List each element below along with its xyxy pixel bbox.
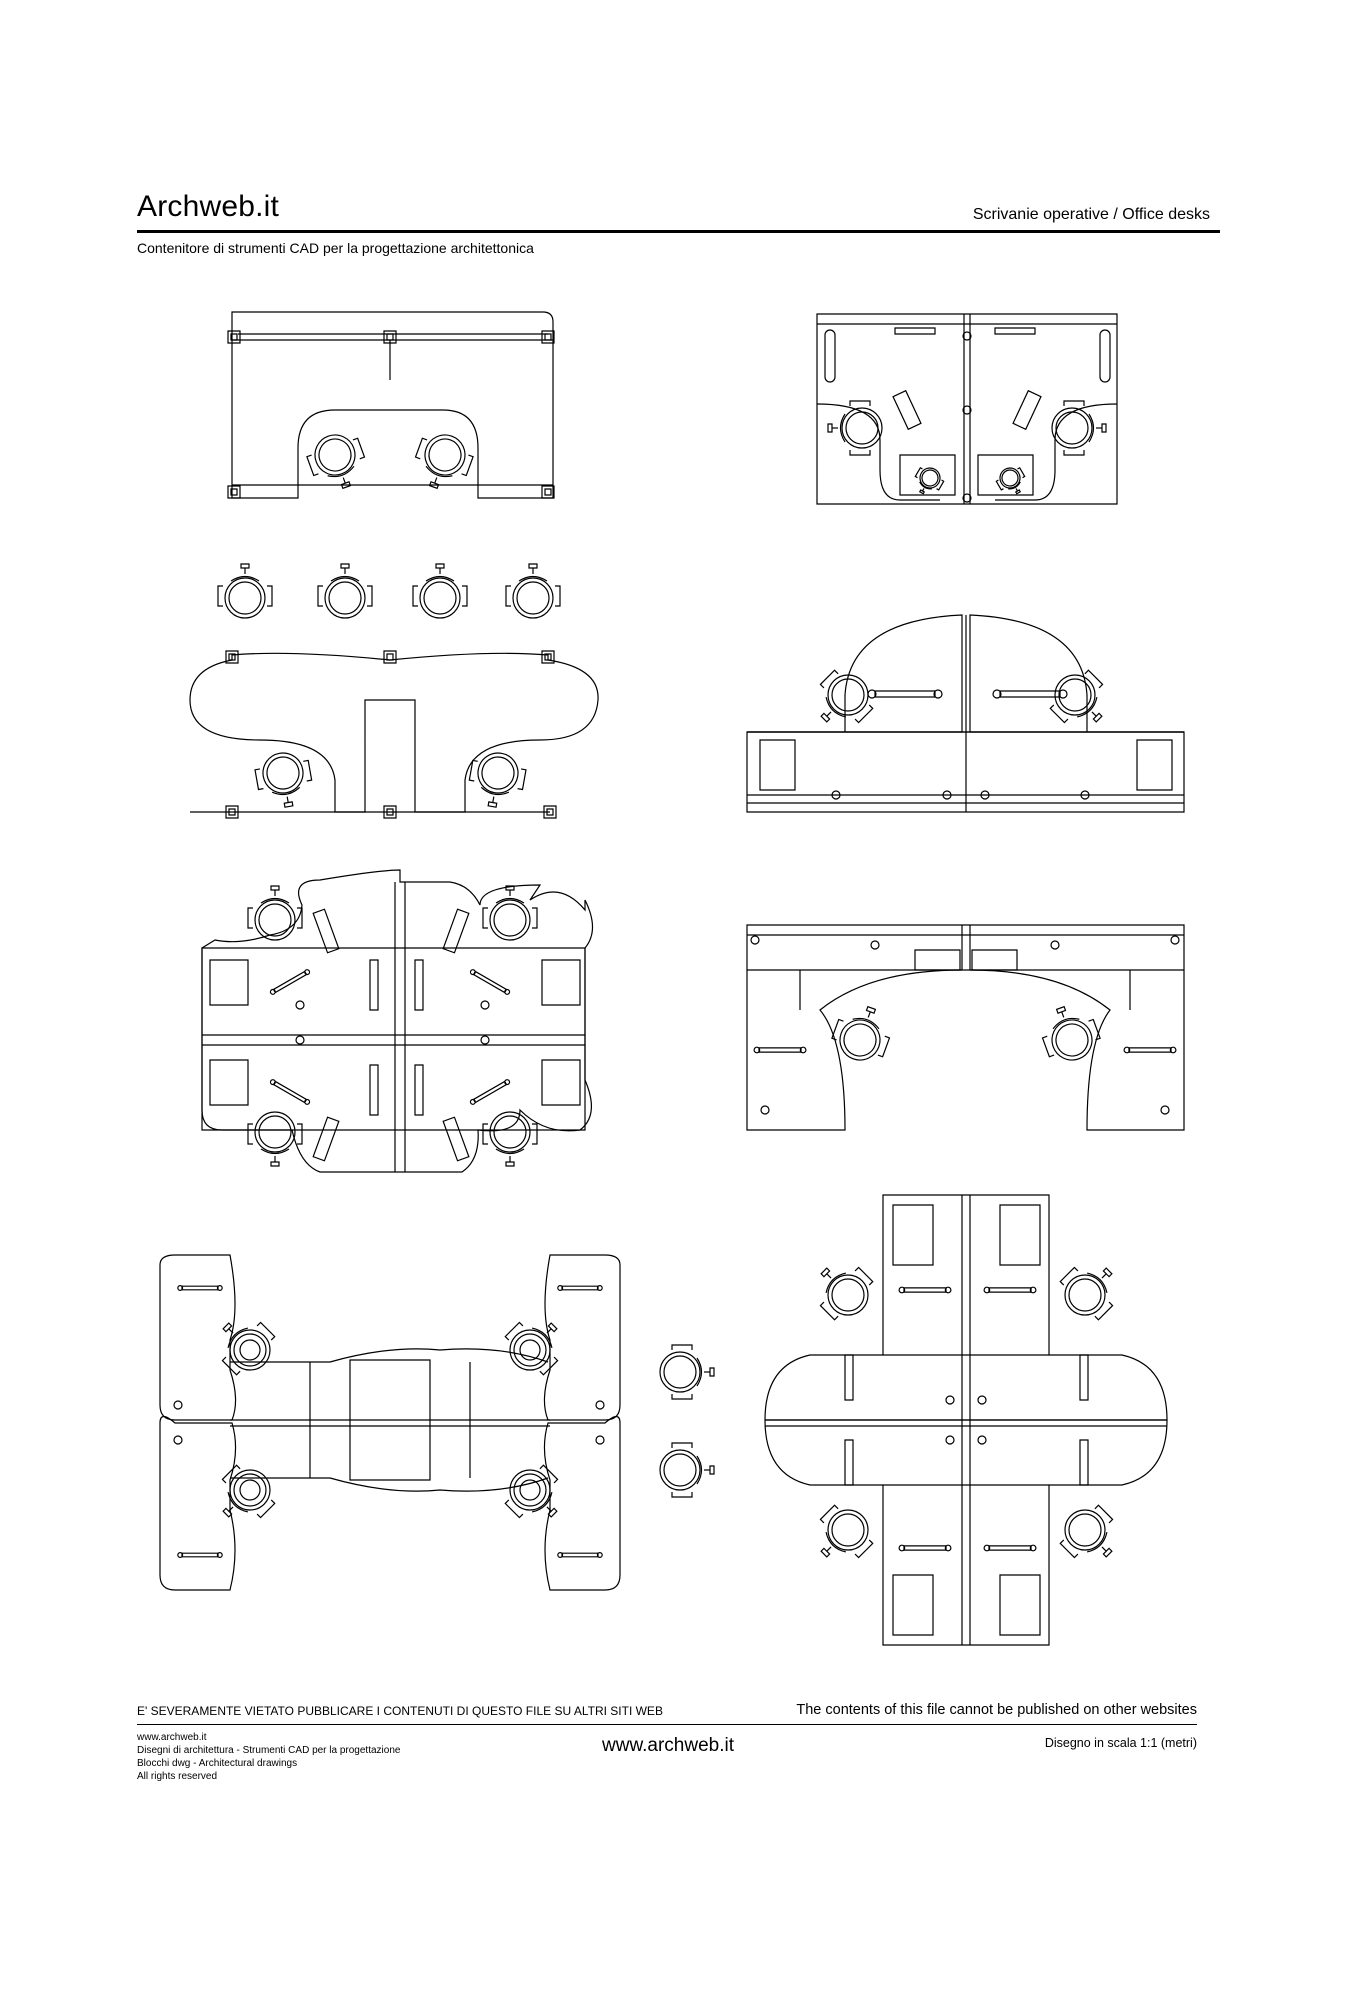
footer-credit-line: www.archweb.it: [137, 1732, 207, 1743]
footer-url: www.archweb.it: [602, 1735, 734, 1756]
footer-scale-note: Disegno in scala 1:1 (metri): [1044, 1736, 1197, 1750]
desk-layout-5: [202, 870, 593, 1172]
desk-layout-8: [765, 1195, 1167, 1645]
footer-warning-english: The contents of this file cannot be publ…: [796, 1702, 1197, 1718]
footer-warning-italian: E' SEVERAMENTE VIETATO PUBBLICARE I CONT…: [137, 1704, 663, 1718]
desk-layout-6: [747, 925, 1184, 1130]
footer-credit-line: Blocchi dwg - Architectural drawings: [137, 1758, 298, 1769]
footer-credit-line: Disegni di architettura - Strumenti CAD …: [137, 1745, 401, 1756]
section-title: Scrivanie operative / Office desks: [972, 206, 1210, 223]
subtitle: Contenitore di strumenti CAD per la prog…: [137, 240, 534, 256]
desk-layout-3: [190, 563, 598, 819]
desk-layout-1: [227, 312, 555, 499]
brand-logo-text: Archweb.it: [137, 190, 280, 223]
footer-divider: [137, 1724, 1197, 1725]
footer-credits: www.archweb.it Disegni di architettura -…: [137, 1731, 400, 1783]
desk-layout-4: [747, 615, 1184, 812]
header-divider: [137, 230, 1220, 233]
footer-credit-line: All rights reserved: [137, 1771, 218, 1782]
desk-layout-2: [817, 314, 1117, 504]
desk-layout-7: [160, 1255, 715, 1590]
